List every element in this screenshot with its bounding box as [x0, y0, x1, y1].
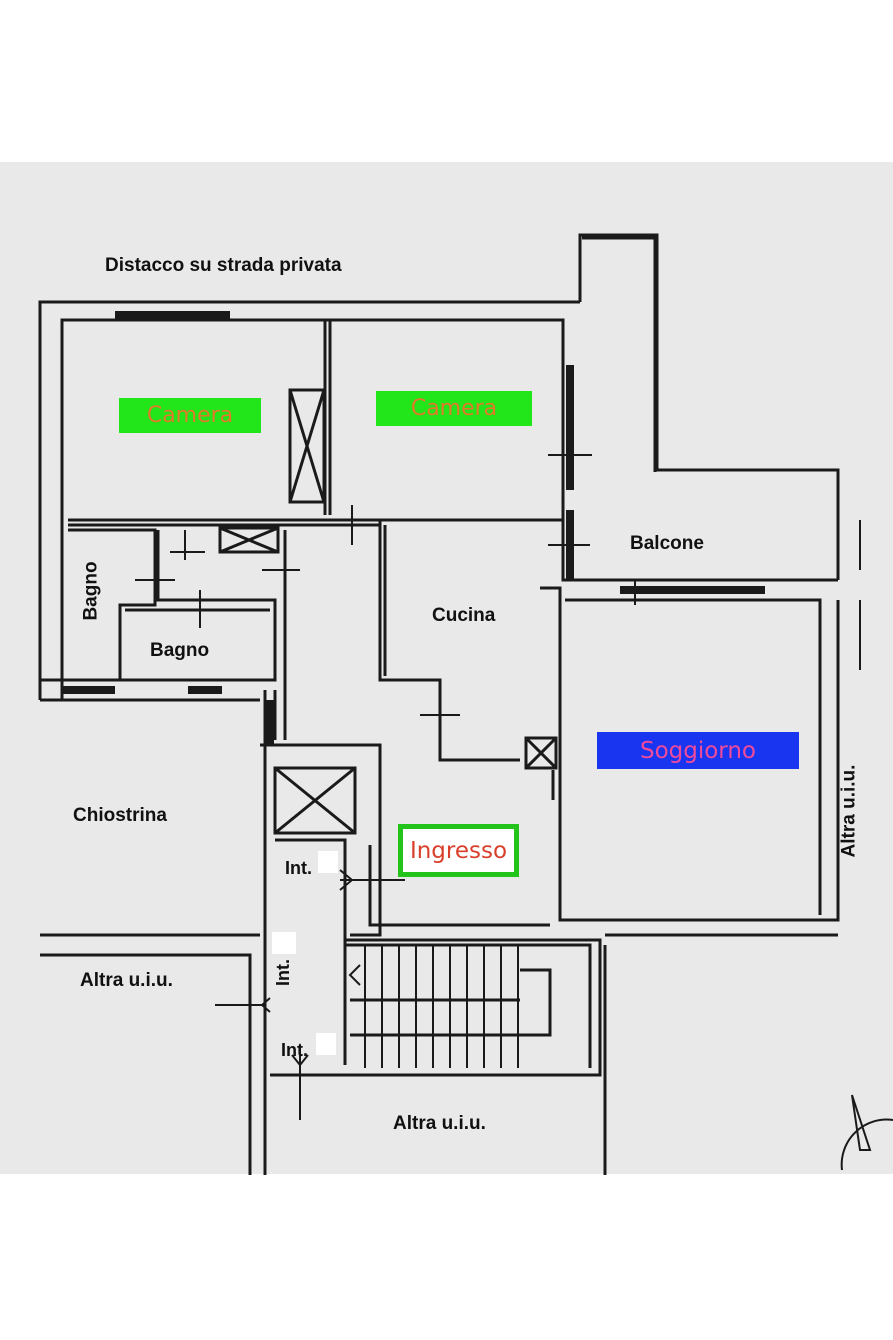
redaction-patch-bottom	[316, 1033, 336, 1055]
camera-right-label: Camera	[410, 396, 498, 421]
int-top-label: Int.	[285, 858, 312, 878]
door-arrows	[260, 869, 361, 1067]
door-marks	[135, 454, 861, 1120]
ingresso-tag: Ingresso	[398, 824, 519, 877]
camera-right-tag: Camera	[376, 391, 532, 426]
windows	[62, 311, 765, 745]
walls	[38, 233, 840, 1175]
cucina-label: Cucina	[432, 605, 496, 626]
redaction-patch-top	[318, 851, 338, 873]
int-bottom-label: Int.	[281, 1040, 308, 1060]
soggiorno-tag: Soggiorno	[597, 732, 799, 769]
bagno-horizontal-label: Bagno	[150, 640, 210, 661]
chiostrina-label: Chiostrina	[73, 805, 167, 826]
redaction-patch-middle	[272, 932, 296, 954]
camera-left-label: Camera	[146, 403, 234, 428]
altra-bottom-label: Altra u.i.u.	[393, 1113, 486, 1134]
ingresso-label: Ingresso	[409, 837, 508, 864]
camera-left-tag: Camera	[119, 398, 261, 433]
soggiorno-label: Soggiorno	[639, 737, 757, 764]
int-middle-label: Int.	[273, 959, 293, 986]
balcone-label: Balcone	[630, 533, 704, 554]
altra-left-label: Altra u.i.u.	[80, 970, 173, 991]
north-arrow	[840, 1094, 893, 1171]
stair-treads	[364, 945, 519, 1068]
floor-plan-sheet	[0, 162, 893, 1174]
street-label: Distacco su strada privata	[105, 255, 342, 276]
bagno-vertical-label: Bagno	[80, 561, 102, 621]
altra-right-label: Altra u.i.u.	[838, 764, 860, 858]
